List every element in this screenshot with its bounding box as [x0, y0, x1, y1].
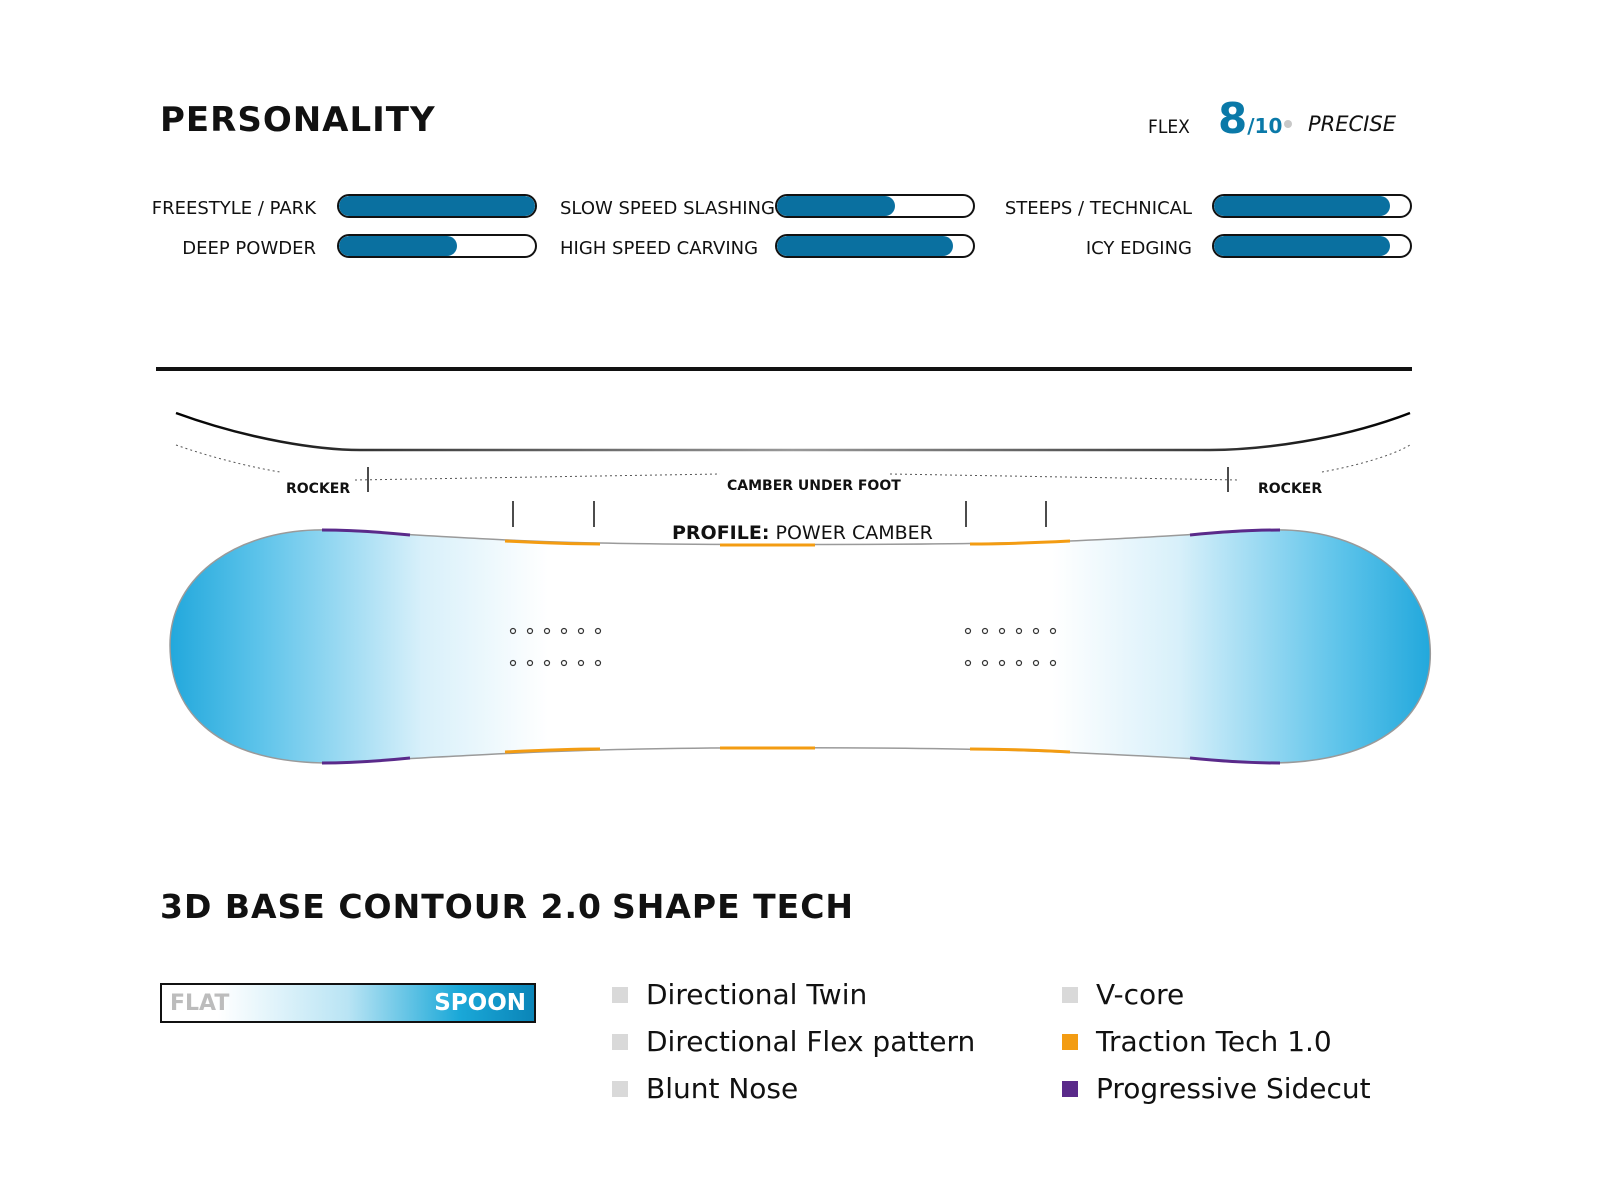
bar-label-deep-powder: DEEP POWDER: [182, 238, 316, 259]
bar-fill: [777, 236, 954, 256]
sidecut-accent: [1189, 528, 1281, 537]
bar-label-icy-edging: ICY EDGING: [1085, 238, 1192, 259]
legend-swatch: [1062, 986, 1078, 1003]
rocker-guide-left: [175, 444, 281, 473]
rocker-right-label: ROCKER: [1258, 481, 1323, 497]
section-divider: [156, 367, 1412, 371]
flex-max: /10: [1247, 114, 1283, 138]
legend-swatch: [612, 1080, 628, 1097]
bar-freestyle: [337, 194, 537, 218]
bar-fill: [1214, 196, 1391, 216]
contour-spoon-label: SPOON: [434, 990, 526, 1016]
shape-tech-item: V-core: [1062, 978, 1371, 1011]
camber-guide-right: [889, 473, 1241, 481]
bar-fill: [1214, 236, 1391, 256]
shape-tech-item: Traction Tech 1.0: [1062, 1025, 1371, 1058]
camber-guide-left: [354, 473, 721, 481]
board-base: [169, 529, 1431, 764]
profile-label: PROFILE:: [672, 522, 770, 544]
traction-accent: [969, 747, 1071, 754]
legend-swatch: [1062, 1080, 1078, 1097]
shape-tech-label: Directional Twin: [646, 978, 868, 1011]
profile-caption: PROFILE: POWER CAMBER: [672, 522, 933, 544]
inserts-right: [964, 627, 1057, 667]
shape-tech-item: Directional Flex pattern: [612, 1025, 975, 1058]
shape-tech-label: Traction Tech 1.0: [1096, 1025, 1332, 1058]
shape-tech-item: Blunt Nose: [612, 1072, 975, 1105]
sidecut-accent: [1189, 756, 1281, 765]
bar-label-high-speed: HIGH SPEED CARVING: [560, 238, 759, 259]
bar-icy-edging: [1212, 234, 1412, 258]
inserts-left: [509, 627, 602, 667]
flex-separator-dot: [1284, 120, 1292, 128]
bar-deep-powder: [337, 234, 537, 258]
profile-value: POWER CAMBER: [775, 522, 933, 544]
sidecut-accent: [321, 528, 411, 537]
camber-label: CAMBER UNDER FOOT: [727, 478, 901, 494]
flex-value: 8: [1218, 94, 1248, 143]
personality-title: PERSONALITY: [160, 100, 436, 140]
shape-tech-item: Directional Twin: [612, 978, 975, 1011]
bar-label-slow-speed: SLOW SPEED SLASHING: [560, 198, 775, 219]
rocker-left-label: ROCKER: [286, 481, 351, 497]
flex-label: FLEX: [1148, 116, 1190, 138]
traction-accent: [504, 539, 601, 546]
bar-label-freestyle: FREESTYLE / PARK: [151, 198, 316, 219]
shape-tech-list-right: V-core Traction Tech 1.0 Progressive Sid…: [1062, 978, 1371, 1105]
bar-fill: [777, 196, 895, 216]
shape-tech-label: V-core: [1096, 978, 1185, 1011]
bar-high-speed: [775, 234, 975, 258]
bar-fill: [339, 236, 457, 256]
legend-swatch: [1062, 1033, 1078, 1050]
board-illustration: [169, 411, 1431, 765]
shape-tech-item: Progressive Sidecut: [1062, 1072, 1371, 1105]
bar-fill: [339, 196, 535, 216]
shape-tech-title: SHAPE TECH: [612, 887, 855, 926]
base-contour-title: 3D BASE CONTOUR 2.0: [160, 887, 602, 926]
base-contour-scale: FLAT SPOON: [160, 983, 536, 1023]
shape-tech-label: Progressive Sidecut: [1096, 1072, 1371, 1105]
legend-swatch: [612, 986, 628, 1003]
shape-tech-label: Blunt Nose: [646, 1072, 799, 1105]
sidecut-accent: [321, 756, 411, 765]
traction-accent: [504, 747, 601, 754]
profile-curve: [175, 411, 1411, 452]
traction-accent: [969, 539, 1071, 546]
flex-word: PRECISE: [1308, 112, 1396, 136]
bar-slow-speed: [775, 194, 975, 218]
rocker-guide-right: [1321, 444, 1411, 473]
shape-tech-list-left: Directional Twin Directional Flex patter…: [612, 978, 975, 1105]
legend-swatch: [612, 1033, 628, 1050]
contour-flat-label: FLAT: [170, 990, 230, 1016]
bar-label-steeps: STEEPS / TECHNICAL: [1004, 198, 1192, 219]
shape-tech-label: Directional Flex pattern: [646, 1025, 976, 1058]
flex-rating: 8 /10: [1218, 94, 1282, 143]
bar-steeps: [1212, 194, 1412, 218]
